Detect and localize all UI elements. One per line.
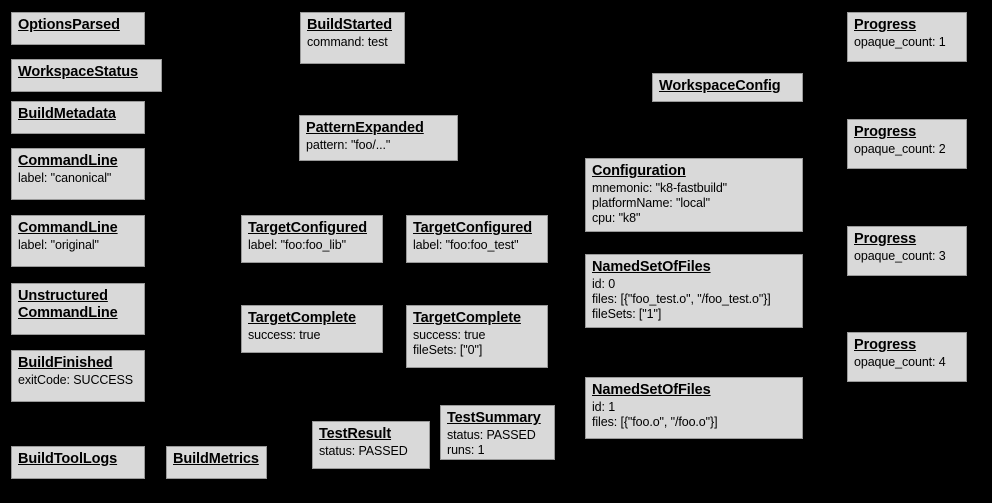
node-build-metadata[interactable]: BuildMetadata	[11, 101, 145, 134]
node-title: WorkspaceStatus	[18, 64, 138, 80]
node-property: label: "foo:foo_test"	[413, 238, 519, 252]
node-title: Progress	[854, 17, 917, 33]
node-property: fileSets: ["1"]	[592, 307, 662, 321]
node-properties: opaque_count: 3	[854, 249, 960, 264]
node-property: cpu: "k8"	[592, 211, 641, 225]
node-property: fileSets: ["0"]	[413, 343, 483, 357]
node-property: status: PASSED	[319, 444, 408, 458]
node-properties: label: "foo:foo_lib"	[248, 238, 376, 253]
node-property: id: 0	[592, 277, 616, 291]
node-workspace-status[interactable]: WorkspaceStatus	[11, 59, 162, 92]
node-property: status: PASSED	[447, 428, 536, 442]
node-options-parsed[interactable]: OptionsParsed	[11, 12, 145, 45]
node-progress-4[interactable]: Progress opaque_count: 4	[847, 332, 967, 382]
node-target-configured-foo-lib[interactable]: TargetConfigured label: "foo:foo_lib"	[241, 215, 383, 263]
node-progress-3[interactable]: Progress opaque_count: 3	[847, 226, 967, 276]
node-property: pattern: "foo/..."	[306, 138, 391, 152]
node-properties: opaque_count: 1	[854, 35, 960, 50]
node-title: Progress	[854, 231, 917, 247]
node-test-result[interactable]: TestResult status: PASSED	[312, 421, 430, 469]
node-title: NamedSetOfFiles	[592, 382, 711, 398]
node-property: opaque_count: 1	[854, 35, 946, 49]
node-property: platformName: "local"	[592, 196, 710, 210]
node-property: opaque_count: 3	[854, 249, 946, 263]
node-title: TargetComplete	[248, 310, 356, 326]
node-build-finished[interactable]: BuildFinished exitCode: SUCCESS	[11, 350, 145, 402]
node-properties: pattern: "foo/..."	[306, 138, 451, 153]
node-properties: label: "original"	[18, 238, 138, 253]
node-property: id: 1	[592, 400, 616, 414]
node-title: TargetConfigured	[413, 220, 532, 236]
node-build-tool-logs[interactable]: BuildToolLogs	[11, 446, 145, 479]
node-title: TestSummary	[447, 410, 541, 426]
node-title: BuildMetadata	[18, 106, 116, 122]
node-properties: success: true	[248, 328, 376, 343]
node-title: Progress	[854, 337, 917, 353]
node-property: success: true	[413, 328, 486, 342]
node-property: label: "canonical"	[18, 171, 112, 185]
node-configuration[interactable]: Configuration mnemonic: "k8-fastbuild"pla…	[585, 158, 803, 232]
node-title: NamedSetOfFiles	[592, 259, 711, 275]
node-command-line-canonical[interactable]: CommandLine label: "canonical"	[11, 148, 145, 200]
node-target-configured-foo-test[interactable]: TargetConfigured label: "foo:foo_test"	[406, 215, 548, 263]
node-title: OptionsParsed	[18, 17, 120, 33]
node-build-started[interactable]: BuildStarted command: test	[300, 12, 405, 64]
node-properties: label: "canonical"	[18, 171, 138, 186]
node-pattern-expanded[interactable]: PatternExpanded pattern: "foo/..."	[299, 115, 458, 161]
node-workspace-config[interactable]: WorkspaceConfig	[652, 73, 803, 102]
node-property: label: "foo:foo_lib"	[248, 238, 346, 252]
node-unstructured-command-line[interactable]: Unstructured CommandLine	[11, 283, 145, 335]
node-title: BuildStarted	[307, 17, 393, 33]
node-properties: status: PASSED	[319, 444, 423, 459]
node-property: exitCode: SUCCESS	[18, 373, 134, 387]
node-title: TargetComplete	[413, 310, 521, 326]
node-title: Configuration	[592, 163, 686, 179]
node-properties: label: "foo:foo_test"	[413, 238, 541, 253]
node-property: success: true	[248, 328, 321, 342]
node-property: label: "original"	[18, 238, 99, 252]
node-title: TestResult	[319, 426, 392, 442]
node-build-metrics[interactable]: BuildMetrics	[166, 446, 267, 479]
node-property: opaque_count: 2	[854, 142, 946, 156]
node-title: TargetConfigured	[248, 220, 367, 236]
node-progress-2[interactable]: Progress opaque_count: 2	[847, 119, 967, 169]
node-property: files: [{"foo.o", "/foo.o"}]	[592, 415, 718, 429]
node-property: mnemonic: "k8-fastbuild"	[592, 181, 728, 195]
node-properties: command: test	[307, 35, 398, 50]
node-title: BuildToolLogs	[18, 451, 118, 467]
node-properties: opaque_count: 4	[854, 355, 960, 370]
node-property: opaque_count: 4	[854, 355, 946, 369]
node-progress-1[interactable]: Progress opaque_count: 1	[847, 12, 967, 62]
node-property: command: test	[307, 35, 388, 49]
node-title: CommandLine	[18, 220, 118, 236]
node-title: Unstructured CommandLine	[18, 288, 118, 321]
node-properties: opaque_count: 2	[854, 142, 960, 157]
node-command-line-original[interactable]: CommandLine label: "original"	[11, 215, 145, 267]
node-title: Progress	[854, 124, 917, 140]
node-properties: exitCode: SUCCESS	[18, 373, 138, 388]
node-title: WorkspaceConfig	[659, 78, 781, 94]
node-properties: mnemonic: "k8-fastbuild"platformName: "l…	[592, 181, 796, 226]
node-title: PatternExpanded	[306, 120, 424, 136]
node-title: BuildFinished	[18, 355, 113, 371]
node-target-complete-lib[interactable]: TargetComplete success: true	[241, 305, 383, 353]
node-property: runs: 1	[447, 443, 485, 457]
node-title: BuildMetrics	[173, 451, 259, 467]
node-property: files: [{"foo_test.o", "/foo_test.o"}]	[592, 292, 771, 306]
node-title: CommandLine	[18, 153, 118, 169]
